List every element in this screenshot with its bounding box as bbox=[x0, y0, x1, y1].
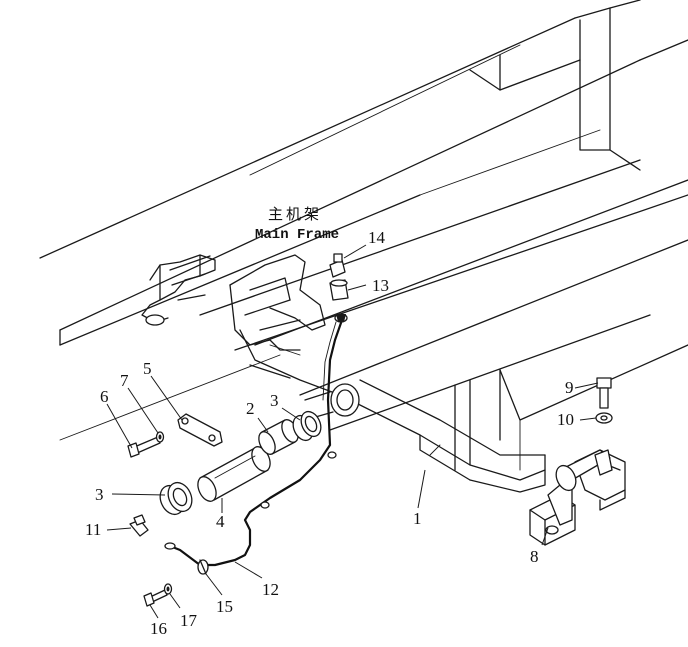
pin-4 bbox=[197, 446, 271, 502]
washer-17 bbox=[163, 583, 173, 595]
upper-left-hanger-bracket bbox=[141, 254, 216, 326]
callout-15: 15 bbox=[216, 597, 233, 616]
callout-8: 8 bbox=[530, 547, 539, 566]
callout-1: 1 bbox=[413, 509, 422, 528]
callout-11: 11 bbox=[85, 520, 101, 539]
callout-3-lower: 3 bbox=[95, 485, 104, 504]
clamp-15 bbox=[197, 559, 209, 575]
bolt-6 bbox=[127, 436, 161, 458]
leader-lines bbox=[106, 244, 599, 619]
seal-3-upper bbox=[292, 410, 322, 442]
main-frame-outline bbox=[39, 0, 688, 493]
callout-10: 10 bbox=[557, 410, 574, 429]
grease-fitting-assembly bbox=[329, 253, 349, 323]
callout-13: 13 bbox=[372, 276, 389, 295]
callout-14: 14 bbox=[368, 228, 386, 247]
linkage-housing bbox=[229, 254, 341, 396]
washer-10 bbox=[595, 412, 613, 424]
plate-5 bbox=[177, 413, 223, 447]
callout-9: 9 bbox=[565, 378, 574, 397]
seal-3-lower bbox=[159, 481, 193, 516]
main-frame-label-en: Main Frame bbox=[255, 227, 339, 243]
fitting-14-cap bbox=[333, 253, 343, 263]
washer-7 bbox=[155, 431, 165, 443]
callout-17: 17 bbox=[180, 611, 198, 630]
callout-4: 4 bbox=[216, 512, 225, 531]
callout-16: 16 bbox=[150, 619, 167, 638]
bolt-16 bbox=[143, 589, 168, 607]
bracket-8 bbox=[529, 449, 626, 546]
grease-tube-12 bbox=[164, 318, 344, 567]
fitting-11 bbox=[129, 514, 149, 537]
main-frame-label-cn: 主机架 bbox=[268, 205, 322, 223]
callout-6: 6 bbox=[100, 387, 109, 406]
bolt-9 bbox=[596, 377, 612, 409]
callout-5: 5 bbox=[143, 359, 152, 378]
callout-3-upper: 3 bbox=[270, 391, 279, 410]
callout-12: 12 bbox=[262, 580, 279, 599]
callout-7: 7 bbox=[120, 371, 129, 390]
callout-2: 2 bbox=[246, 399, 255, 418]
